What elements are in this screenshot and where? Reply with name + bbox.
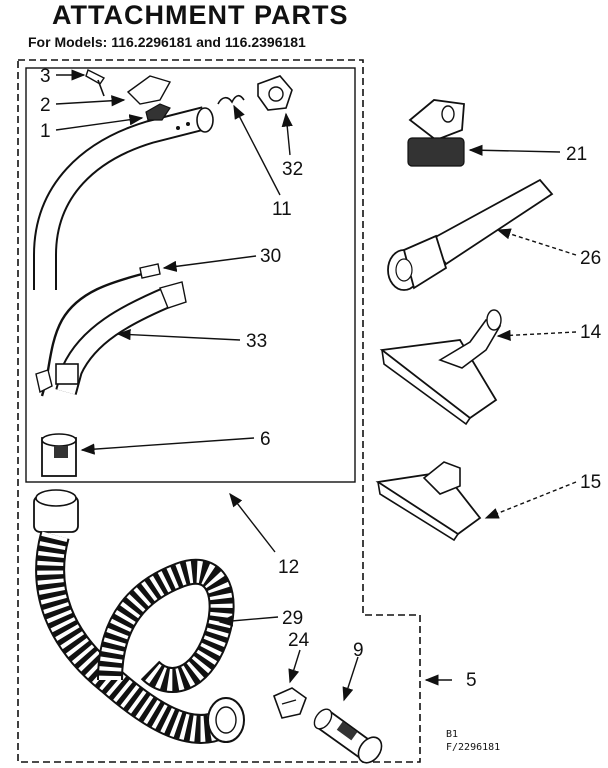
screw-3 bbox=[85, 69, 106, 97]
callout-12: 12 bbox=[278, 557, 299, 578]
callout-33: 33 bbox=[246, 331, 267, 352]
callout-21: 21 bbox=[566, 144, 587, 165]
swivel-fitting-32 bbox=[257, 75, 293, 111]
cord-30 bbox=[40, 270, 151, 397]
upholstery-tool-15 bbox=[375, 461, 482, 542]
callout-labels: 3 2 1 32 11 21 30 26 33 14 6 15 12 29 24… bbox=[40, 66, 602, 691]
page-title: ATTACHMENT PARTS bbox=[52, 0, 349, 30]
crevice-tool-26 bbox=[387, 178, 554, 291]
drawing-ref-line2: F/2296181 bbox=[446, 742, 501, 753]
callout-24: 24 bbox=[288, 630, 310, 651]
callout-14: 14 bbox=[580, 322, 602, 343]
hose-end-fitting-9 bbox=[313, 708, 383, 764]
callout-11: 11 bbox=[272, 199, 292, 220]
callout-2: 2 bbox=[40, 95, 51, 116]
callout-30: 30 bbox=[260, 246, 281, 267]
callout-6: 6 bbox=[260, 429, 271, 450]
callout-9: 9 bbox=[353, 640, 364, 661]
callout-5: 5 bbox=[466, 670, 477, 691]
kit-5-boundary bbox=[17, 59, 421, 763]
dusting-brush-21 bbox=[407, 99, 465, 167]
wand-tube bbox=[33, 106, 214, 290]
leader-lines bbox=[55, 69, 577, 702]
drawing-reference: B1 F/2296181 bbox=[446, 728, 500, 754]
hose-clip-24 bbox=[272, 687, 307, 719]
clip-2 bbox=[126, 75, 172, 105]
spring-11 bbox=[217, 94, 245, 105]
callout-3: 3 bbox=[40, 66, 51, 87]
drawing-ref-line1: B1 bbox=[446, 729, 459, 740]
curved-handle-33 bbox=[55, 281, 187, 395]
callout-1: 1 bbox=[40, 121, 51, 142]
cord-plug bbox=[35, 369, 53, 394]
assembly-12-boundary bbox=[25, 67, 356, 483]
callout-32: 32 bbox=[282, 159, 303, 180]
hose-29 bbox=[33, 489, 245, 744]
callout-29: 29 bbox=[282, 608, 303, 629]
coupling-6 bbox=[41, 433, 77, 477]
floor-tool-14 bbox=[379, 309, 502, 426]
models-subtitle: For Models: 116.2296181 and 116.2396181 bbox=[28, 34, 306, 50]
latch-1 bbox=[145, 103, 171, 121]
callout-26: 26 bbox=[580, 248, 601, 269]
callout-15: 15 bbox=[580, 472, 601, 493]
